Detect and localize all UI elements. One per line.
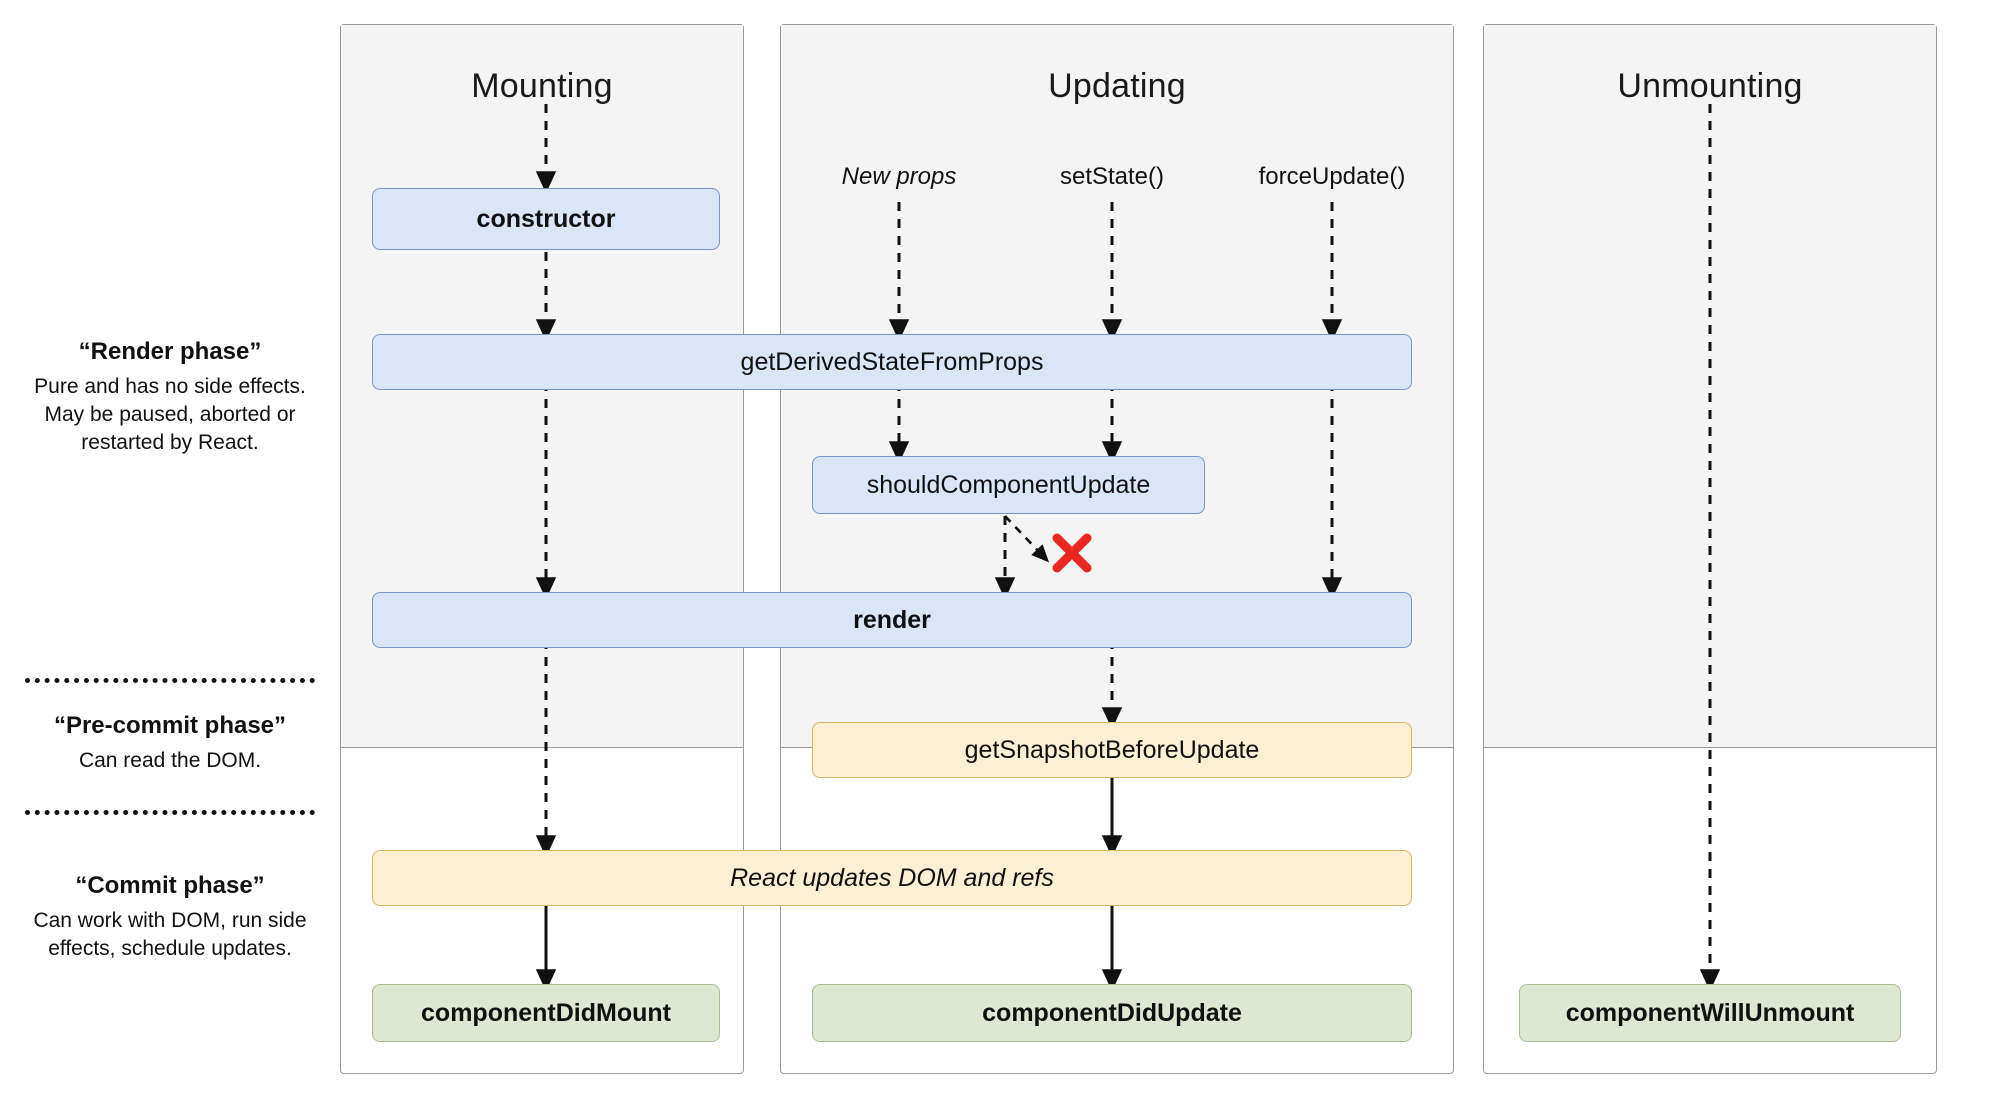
trigger-new-props: New props <box>841 163 957 190</box>
skip-render-cross-icon <box>1052 533 1092 573</box>
legend-render-phase: “Render phase” Pure and has no side effe… <box>22 338 318 457</box>
legend-commit-phase: “Commit phase” Can work with DOM, run si… <box>22 872 318 963</box>
node-render[interactable]: render <box>372 592 1412 648</box>
node-should-component-update[interactable]: shouldComponentUpdate <box>812 456 1205 514</box>
column-title-mounting: Mounting <box>471 67 613 105</box>
column-title-updating: Updating <box>1048 67 1186 105</box>
legend-pre-commit-phase-body: Can read the DOM. <box>78 749 262 772</box>
legend-commit-phase-title: “Commit phase” <box>75 872 265 899</box>
node-react-updates-dom-and-refs[interactable]: React updates DOM and refs <box>372 850 1412 906</box>
trigger-set-state: setState() <box>1059 163 1165 190</box>
legend-pre-commit-phase-title: “Pre-commit phase” <box>53 712 287 739</box>
legend-divider-bottom <box>25 810 315 815</box>
legend-commit-phase-body: Can work with DOM, run side effects, sch… <box>33 909 307 960</box>
node-component-will-unmount[interactable]: componentWillUnmount <box>1519 984 1901 1042</box>
node-constructor[interactable]: constructor <box>372 188 720 250</box>
node-component-did-update[interactable]: componentDidUpdate <box>812 984 1412 1042</box>
legend-divider-top <box>25 678 315 683</box>
node-get-derived-state-from-props[interactable]: getDerivedStateFromProps <box>372 334 1412 390</box>
legend-render-phase-title: “Render phase” <box>78 338 262 365</box>
column-title-unmounting: Unmounting <box>1617 67 1803 105</box>
node-component-did-mount[interactable]: componentDidMount <box>372 984 720 1042</box>
legend-render-phase-body: Pure and has no side effects. May be pau… <box>34 375 306 454</box>
legend-pre-commit-phase: “Pre-commit phase” Can read the DOM. <box>22 712 318 775</box>
trigger-force-update: forceUpdate() <box>1258 163 1406 190</box>
node-get-snapshot-before-update[interactable]: getSnapshotBeforeUpdate <box>812 722 1412 778</box>
